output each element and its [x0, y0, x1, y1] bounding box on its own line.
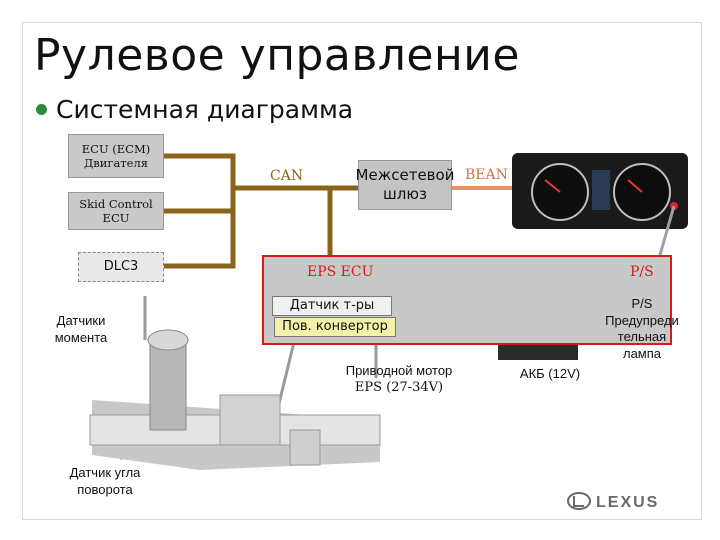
slide-bullet: Системная диаграмма — [56, 95, 354, 124]
bullet-icon — [36, 104, 47, 115]
bean-bus-label: BEAN — [465, 167, 508, 183]
motor-line1: Приводной мотор — [345, 363, 453, 378]
dlc3-connector: DLC3 — [78, 252, 164, 282]
angle-sensor-label: Датчик угла поворота — [50, 465, 160, 498]
torque-sensor-line1: Датчики — [56, 313, 106, 328]
angle-sensor-line1: Датчик угла — [69, 465, 141, 480]
skid-control-line2: ECU — [102, 211, 130, 225]
skid-control-box: Skid Control ECU — [68, 192, 164, 230]
slide-title: Рулевое управление — [34, 30, 520, 81]
gateway-line2: шлюз — [383, 185, 427, 203]
skid-control-line1: Skid Control — [79, 196, 153, 211]
ecu-engine-box: ECU (ECM) Двигателя — [68, 134, 164, 178]
warning-lamp-line1: P/S — [631, 296, 653, 311]
can-bus-lines — [161, 153, 361, 269]
warning-lamp-line2: Предупреди — [605, 312, 679, 328]
ecu-engine-line2: Двигателя — [83, 156, 149, 170]
warning-lamp-label: P/S Предупреди тельная лампа — [598, 296, 686, 363]
lamp-link-line — [658, 205, 676, 256]
steering-rack-image — [89, 329, 381, 470]
lexus-logo: LEXUS — [567, 492, 659, 511]
ecu-engine-line1: ECU (ECM) — [81, 141, 151, 156]
motor-label: Приводной мотор EPS (27-34V) — [334, 363, 464, 396]
motor-line2: EPS (27-34V) — [354, 379, 444, 395]
can-bus-label: CAN — [270, 168, 304, 184]
warning-lamp-line3: тельная — [617, 329, 667, 345]
torque-sensor-line2: момента — [54, 329, 108, 345]
gateway-line1: Межсетевой — [355, 166, 455, 185]
battery-label: АКБ (12V) — [519, 366, 581, 381]
torque-sensor-box: Датчик т-ры — [272, 296, 392, 316]
gateway-box: Межсетевой шлюз — [355, 160, 455, 210]
lexus-logo-text: LEXUS — [596, 494, 659, 511]
eps-ecu-label: EPS ECU — [307, 264, 374, 280]
warning-lamp-line4: лампа — [622, 345, 662, 361]
angle-sensor-line2: поворота — [77, 481, 133, 497]
ps-label: P/S — [630, 264, 654, 280]
converter-box: Пов. конвертор — [274, 317, 396, 337]
instrument-cluster-image — [512, 153, 688, 229]
torque-sensor-label: Датчики момента — [36, 313, 126, 346]
